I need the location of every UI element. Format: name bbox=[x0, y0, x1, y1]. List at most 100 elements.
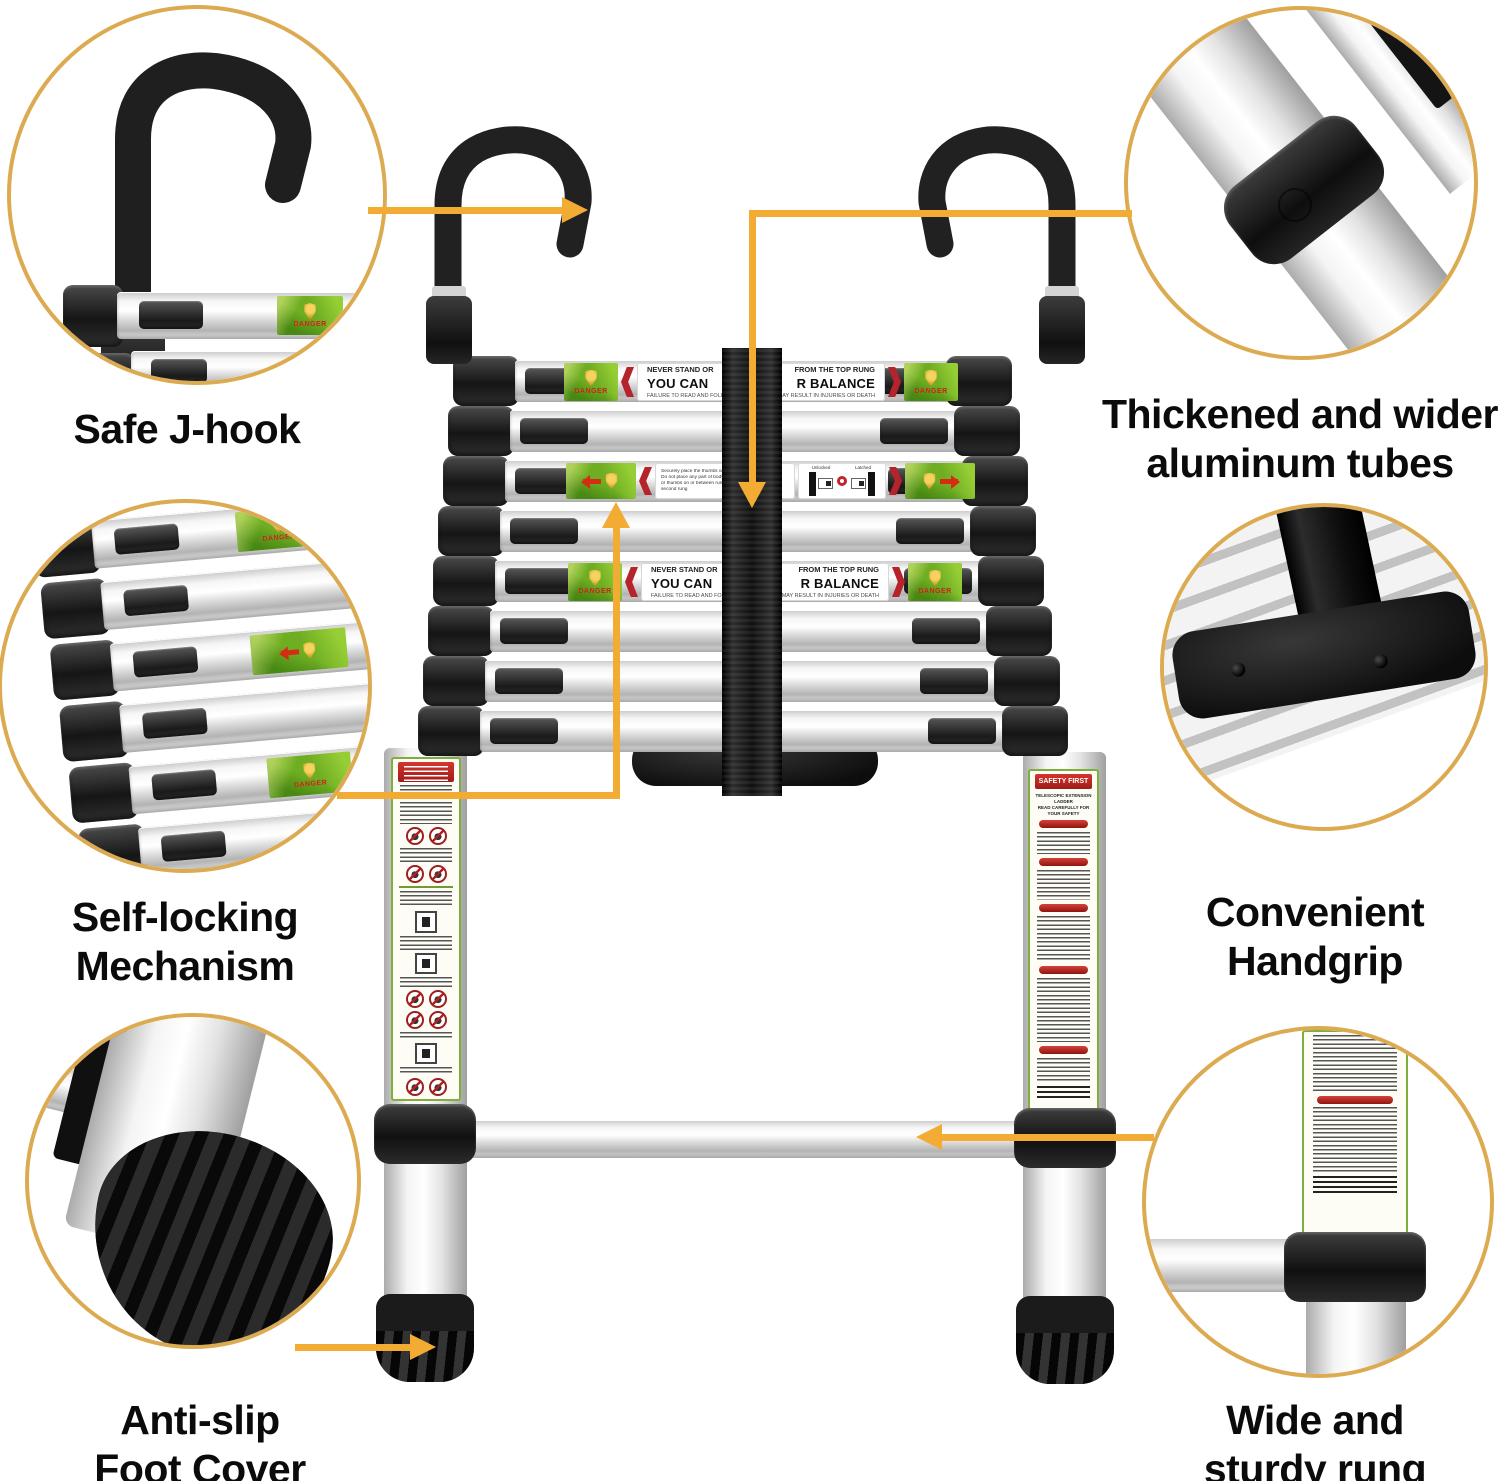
rung-end-cap bbox=[954, 406, 1020, 456]
prohibition-icons bbox=[405, 865, 447, 884]
arrow-line-foot bbox=[295, 1344, 414, 1351]
latch-line: second rung bbox=[661, 486, 688, 492]
no-icon bbox=[428, 865, 447, 884]
rung-end-cap bbox=[418, 706, 484, 756]
rung-end-cap bbox=[63, 285, 123, 347]
rung-latch bbox=[160, 830, 227, 862]
danger-label-text: DANGER bbox=[262, 532, 296, 543]
rung-latch bbox=[896, 518, 964, 544]
feature-label-aluminum-tubes: Thickened and wider aluminum tubes bbox=[1100, 390, 1500, 488]
danger-label: DANGER bbox=[564, 363, 618, 401]
sticker-section-header bbox=[1039, 904, 1088, 913]
fine-print-lines bbox=[399, 1031, 453, 1040]
unlocked-text: Unlocked bbox=[811, 465, 831, 471]
fine-print-lines bbox=[1312, 1107, 1398, 1173]
warning-line: NEVER STAND OR bbox=[651, 565, 718, 574]
danger-label-text: DANGER bbox=[293, 321, 327, 328]
right-leg-safety-sticker: SAFETY FIRST TELESCOPIC EXTENSION LADDER… bbox=[1028, 769, 1099, 1124]
arrow-line-tube-horizontal bbox=[752, 210, 1132, 217]
rung-latch bbox=[495, 668, 563, 694]
shield-icon bbox=[923, 472, 936, 490]
callout-circle-aluminum-tube bbox=[1124, 6, 1478, 360]
screw-icon bbox=[1230, 661, 1247, 678]
rung-end-cap bbox=[1002, 706, 1068, 756]
pictogram-box-icon bbox=[415, 1042, 437, 1065]
latch-line: or thumbs on or between rung or a bbox=[661, 481, 735, 486]
fine-print-lines bbox=[1036, 870, 1091, 901]
prohibition-icons bbox=[405, 827, 447, 846]
fine-print-lines bbox=[399, 802, 453, 825]
feature-label-text: Thickened and wider bbox=[1101, 391, 1499, 437]
warning-line: FROM THE TOP RUNG bbox=[798, 565, 879, 574]
right-j-hook bbox=[918, 126, 1076, 350]
feature-label-foot-cover: Anti-slip Foot Cover bbox=[55, 1396, 345, 1481]
arrow-head-right-icon bbox=[562, 197, 588, 223]
no-icon bbox=[405, 1010, 424, 1029]
feature-label-text: Foot Cover bbox=[94, 1446, 306, 1481]
feature-label-text: Handgrip bbox=[1227, 938, 1403, 985]
fine-print-lines bbox=[399, 1067, 453, 1075]
arrow-line-rung bbox=[940, 1134, 1154, 1141]
danger-label-text: DANGER bbox=[578, 587, 612, 595]
right-foot-cover bbox=[1016, 1296, 1114, 1384]
rung-latch bbox=[123, 584, 190, 617]
rung-end-cap bbox=[970, 506, 1036, 556]
feature-label-handgrip: Convenient Handgrip bbox=[1160, 888, 1470, 986]
rung-latch bbox=[141, 707, 208, 740]
unlocked-diagram: Unlocked bbox=[809, 465, 833, 496]
rung-latch bbox=[490, 718, 558, 744]
rung-latch bbox=[928, 718, 996, 744]
arrow-line-selflock-horizontal bbox=[337, 792, 620, 799]
feature-label-text: Anti-slip bbox=[120, 1397, 280, 1443]
danger-label-text: DANGER bbox=[914, 387, 948, 395]
feature-label-self-locking: Self-locking Mechanism bbox=[35, 893, 335, 991]
rung-end-cap bbox=[438, 506, 504, 556]
fine-print-lines bbox=[399, 890, 453, 909]
fine-print-lines bbox=[1036, 1086, 1091, 1101]
stacked-rungs-group: DANGER DANGER bbox=[2, 503, 368, 869]
chevron-right-icon bbox=[889, 467, 902, 495]
right-hook-mount bbox=[1039, 296, 1085, 364]
rung-end-cap bbox=[453, 356, 519, 406]
latch-bar-icon bbox=[868, 471, 875, 496]
arrow-line-tube-vertical bbox=[749, 210, 756, 484]
danger-label bbox=[249, 627, 349, 676]
warning-line: FROM THE TOP RUNG bbox=[794, 365, 875, 374]
arrow-head-down-icon bbox=[738, 482, 766, 508]
rung-end-cap bbox=[986, 606, 1052, 656]
latch-slot-icon bbox=[851, 478, 866, 490]
callout-circle-j-hook: DANGER bbox=[7, 5, 387, 385]
warning-line: FAILURE TO READ AND FOLLOW bbox=[651, 593, 738, 599]
fine-print-lines bbox=[399, 785, 453, 795]
left-j-hook bbox=[434, 126, 592, 350]
red-arrow-left-icon bbox=[280, 648, 300, 656]
feature-label-text: Wide and bbox=[1226, 1397, 1404, 1443]
latch-line: Do not place any part of body includ bbox=[661, 475, 738, 481]
feature-label-sturdy-rung: Wide and sturdy rung bbox=[1165, 1396, 1465, 1481]
fine-print-lines bbox=[403, 766, 449, 782]
danger-label-text: DANGER bbox=[293, 778, 328, 789]
red-arrow-right-icon bbox=[940, 474, 960, 489]
danger-label: DANGER bbox=[234, 505, 322, 553]
rung-latch bbox=[500, 618, 568, 644]
warning-line: FAILURE TO READ AND FOLLOW bbox=[647, 393, 734, 399]
rung-latch bbox=[132, 646, 199, 678]
danger-label: DANGER bbox=[908, 563, 962, 601]
warning-line: YOU CAN bbox=[647, 376, 709, 391]
shield-icon bbox=[929, 569, 941, 587]
sticker-section-header bbox=[1316, 1096, 1394, 1104]
sticker-section-header bbox=[1039, 858, 1088, 867]
latched-diagram: Latched bbox=[851, 465, 875, 496]
danger-label bbox=[566, 463, 636, 499]
rung-latch bbox=[510, 518, 578, 544]
rung-end-cap bbox=[83, 353, 135, 381]
warning-line: R BALANCE bbox=[796, 376, 875, 391]
danger-label-text: DANGER bbox=[574, 387, 608, 395]
warning-line: YOU CAN bbox=[651, 576, 713, 591]
rung-end-cap bbox=[433, 556, 499, 606]
latch-line: Securely place the thumbs on latches bbox=[661, 469, 741, 475]
rung-latch bbox=[912, 618, 980, 644]
arrow-head-right-icon bbox=[410, 1334, 436, 1360]
callout-circle-handgrip bbox=[1160, 503, 1488, 831]
